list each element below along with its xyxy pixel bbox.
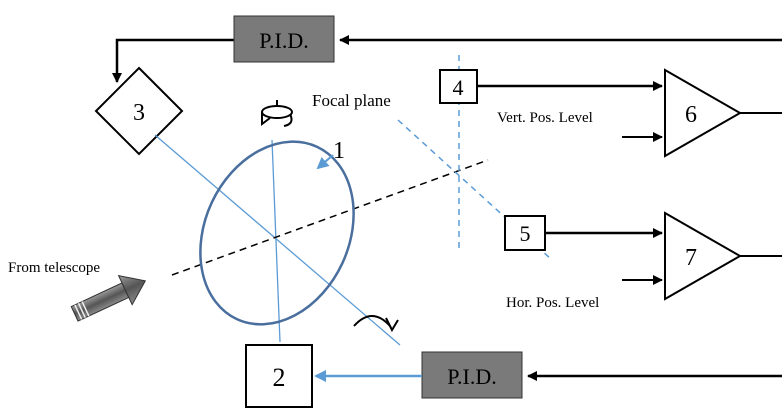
- amplifier-7-label: 7: [685, 245, 697, 271]
- pid-bottom-block: P.I.D.: [421, 351, 523, 399]
- block-4: 4: [439, 69, 478, 104]
- pid-top-label: P.I.D.: [259, 28, 309, 53]
- rotation-arrow-top-icon: [261, 100, 293, 127]
- pid-bottom-label: P.I.D.: [447, 364, 497, 389]
- mirror-axis-vertical: [271, 139, 281, 343]
- from-telescope-label: From telescope: [8, 260, 100, 276]
- mirror-axis-diagonal: [154, 134, 401, 346]
- optical-beam: [171, 159, 489, 276]
- amplifier-6: 6: [664, 68, 743, 158]
- block-2: 2: [245, 344, 313, 408]
- mirror-pointer: [316, 154, 334, 170]
- mirror-1: [199, 140, 355, 326]
- vert-level-label: Vert. Pos. Level: [497, 110, 593, 126]
- focal-plane-label: Focal plane: [312, 91, 391, 110]
- focal-plane-diagonal: [397, 119, 553, 261]
- block-3: 3: [94, 66, 184, 156]
- block-4-label: 4: [453, 75, 464, 100]
- amplifier-6-label: 6: [685, 102, 697, 128]
- pid-to-3-line: [112, 38, 234, 83]
- telescope-arrow-icon: [70, 274, 147, 322]
- amplifier-7: 7: [664, 211, 743, 301]
- block-5-label: 5: [520, 221, 531, 246]
- rotation-arrow-bottom-icon: [353, 315, 399, 333]
- block-2-label: 2: [273, 363, 286, 392]
- pid-top-block: P.I.D.: [233, 15, 335, 63]
- mirror-label-1: 1: [333, 138, 345, 164]
- block-3-label: 3: [133, 100, 145, 126]
- hor-level-label: Hor. Pos. Level: [506, 295, 599, 311]
- block-5: 5: [504, 215, 546, 251]
